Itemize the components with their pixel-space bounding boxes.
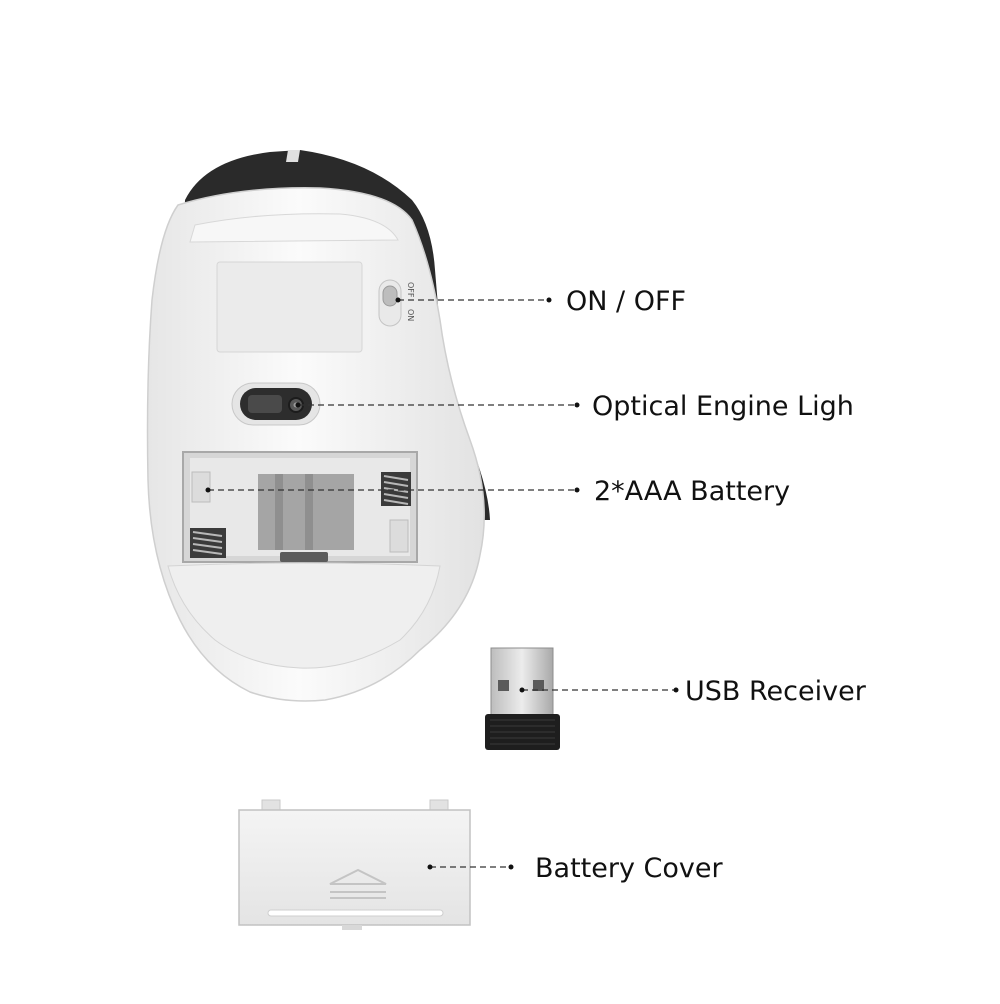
battery-compartment — [182, 451, 418, 563]
callout-battery-cover: Battery Cover — [535, 853, 723, 884]
callout-battery: 2*AAA Battery — [594, 476, 791, 507]
battery-cover — [238, 799, 471, 930]
label-recess — [216, 261, 363, 353]
callout-usb-receiver: USB Receiver — [685, 676, 866, 707]
mouse-underside: OFF ON — [146, 150, 490, 702]
leader-lines — [208, 299, 674, 868]
battery-spring-bottom — [190, 528, 226, 558]
leader-dots — [205, 297, 679, 870]
power-switch[interactable] — [378, 279, 402, 327]
callout-optical-engine: Optical Engine Ligh — [592, 391, 854, 422]
battery-spring-top — [381, 472, 411, 506]
switch-off-label: OFF — [406, 282, 415, 298]
switch-on-label: ON — [406, 309, 415, 321]
callout-on-off: ON / OFF — [566, 286, 687, 317]
usb-receiver — [485, 647, 560, 750]
optical-sensor — [231, 382, 321, 426]
